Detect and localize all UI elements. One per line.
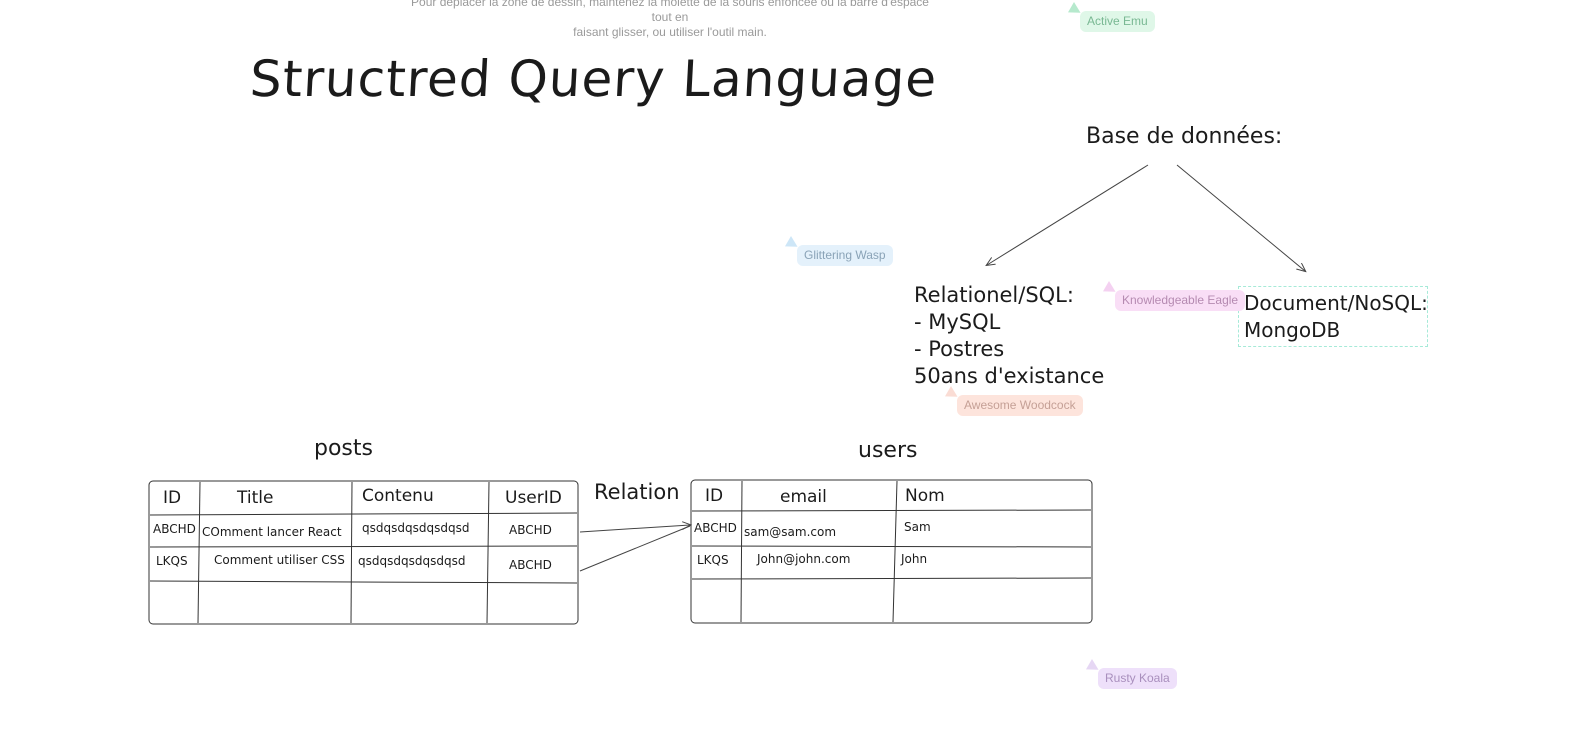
posts-table-frame[interactable] (148, 480, 579, 625)
document-line: Document/NoSQL: (1244, 291, 1428, 315)
users-cell[interactable]: LKQS (697, 553, 729, 567)
posts-header-contenu[interactable]: Contenu (362, 486, 434, 506)
posts-cell[interactable]: ABCHD (509, 523, 552, 537)
posts-cell[interactable]: Comment utiliser CSS (214, 553, 345, 567)
arrow-to-document[interactable] (1176, 164, 1305, 271)
users-cell[interactable]: ABCHD (694, 521, 737, 535)
users-header-email[interactable]: email (780, 487, 827, 507)
users-table-caption[interactable]: users (858, 438, 918, 463)
posts-cell[interactable]: COmment lancer React (202, 525, 342, 539)
relational-line: Relationel/SQL: (914, 283, 1074, 307)
posts-header-id[interactable]: ID (163, 488, 182, 508)
relational-line: 50ans d'existance (914, 364, 1105, 388)
posts-cell[interactable]: qsdqsdqsdqsdqsd (362, 521, 470, 535)
users-cell[interactable]: Sam (904, 520, 931, 534)
posts-cell[interactable]: qsdqsdqsdqsdqsd (358, 554, 466, 568)
posts-header-title[interactable]: Title (237, 488, 274, 508)
users-header-nom[interactable]: Nom (905, 486, 945, 506)
users-cell[interactable]: John (901, 552, 928, 566)
collaborator-name-tag: Glittering Wasp (797, 245, 893, 266)
canvas-hint-line-1: Pour déplacer la zone de dessin, mainten… (411, 0, 929, 24)
diagram-title[interactable]: Structred Query Language (248, 50, 939, 108)
canvas-hint-line-2: faisant glisser, ou utiliser l'outil mai… (573, 25, 767, 39)
posts-cell[interactable]: ABCHD (509, 558, 552, 572)
collaborator-name-tag: Awesome Woodcock (957, 395, 1083, 416)
collaborator-name-tag: Rusty Koala (1098, 668, 1177, 689)
arrow-to-relational[interactable] (987, 164, 1149, 265)
users-cell[interactable]: John@john.com (757, 552, 851, 566)
selection-box[interactable] (1238, 286, 1428, 347)
relational-line: - MySQL (914, 310, 1001, 334)
relational-line: - Postres (914, 337, 1005, 361)
users-table-frame[interactable] (690, 479, 1093, 624)
relation-arrow-1[interactable] (579, 525, 690, 533)
database-label[interactable]: Base de données: (1086, 124, 1283, 149)
canvas-hint: Pour déplacer la zone de dessin, mainten… (410, 0, 930, 40)
users-cell[interactable]: sam@sam.com (744, 525, 837, 539)
document-line: MongoDB (1244, 318, 1341, 342)
posts-cell[interactable]: ABCHD (153, 522, 196, 536)
collaborator-name-tag: Active Emu (1080, 11, 1155, 32)
collaborator-name-tag: Knowledgeable Eagle (1115, 290, 1246, 311)
users-header-id[interactable]: ID (705, 486, 724, 506)
posts-table-caption[interactable]: posts (314, 436, 373, 461)
relation-label[interactable]: Relation (594, 480, 680, 504)
relational-text[interactable]: Relationel/SQL: - MySQL - Postres 50ans … (914, 282, 1104, 390)
posts-header-userid[interactable]: UserID (505, 488, 562, 508)
relation-arrow-2[interactable] (579, 525, 691, 572)
posts-cell[interactable]: LKQS (156, 554, 188, 568)
document-text[interactable]: Document/NoSQL: MongoDB (1244, 290, 1428, 344)
